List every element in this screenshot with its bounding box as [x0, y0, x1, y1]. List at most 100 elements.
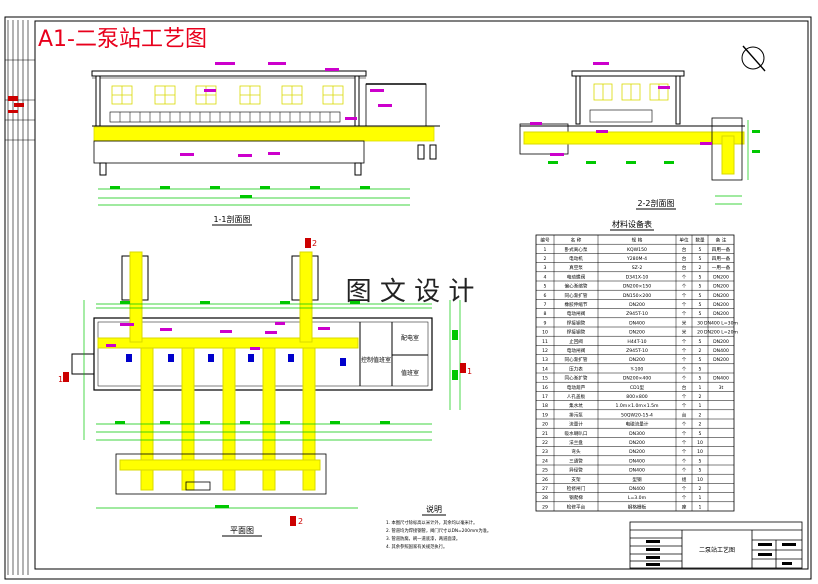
table-cell: 2 [699, 394, 702, 400]
table-cell: 同心渐扩管 [565, 375, 588, 382]
table-cell: 焊接钢管 [567, 329, 586, 336]
section-1-1-label: 1-1剖面图 [213, 214, 250, 224]
table-cell: 11 [542, 339, 548, 345]
table-cell: 台 [682, 246, 687, 253]
table-cell: 8 [544, 311, 547, 317]
table-cell: 12 [542, 348, 548, 354]
notes-line: 3. 管道防腐，刷一道底漆，两道面漆。 [386, 535, 460, 542]
table-cell: 止回阀 [569, 338, 583, 345]
table-cell: 四用一备 [712, 246, 731, 253]
table-cell: 个 [682, 302, 687, 308]
table-cell: DN200 [629, 357, 645, 363]
table-cell: DN200×150 [623, 284, 651, 290]
table-cell: DN200×400 [623, 376, 651, 382]
table-header-cell: 编号 [540, 237, 550, 244]
table-header-cell: 名 称 [571, 237, 582, 244]
table-cell: DN200 L=20m [704, 330, 738, 336]
table-cell: 个 [682, 293, 687, 299]
section-mark-1-right: 1 [467, 367, 472, 376]
table-cell: KQW150 [627, 247, 647, 253]
table-cell: 1 [699, 504, 702, 510]
table-cell: 焊接钢管 [567, 319, 586, 326]
table-cell: 1 [699, 385, 702, 391]
table-cell: 22 [542, 440, 548, 446]
table-cell: 集水坑 [569, 402, 583, 409]
table-cell: 三通管 [569, 457, 583, 464]
table-cell: 3 [544, 265, 547, 271]
table-cell: DN400 [629, 468, 645, 474]
section-mark-2-top: 2 [312, 239, 317, 248]
table-cell: DN200 [713, 284, 729, 290]
table-cell: 5 [699, 431, 702, 437]
table-cell: 9 [544, 320, 547, 326]
table-cell: 个 [682, 403, 687, 409]
table-cell: DN200 [629, 330, 645, 336]
table-cell: 个 [682, 339, 687, 345]
table-cell: 50QW20-15-4 [621, 412, 653, 418]
table-cell: 弯头 [571, 448, 581, 455]
table-cell: Z945T-10 [626, 311, 648, 317]
table-cell: 个 [682, 274, 687, 280]
table-cell: 偏心渐缩管 [565, 283, 588, 290]
table-cell: 电磁流量计 [626, 421, 649, 428]
table-cell: 个 [682, 422, 687, 428]
table-cell: 5 [699, 357, 702, 363]
table-cell: 10 [542, 330, 548, 336]
table-cell: 台 [682, 255, 687, 262]
table-cell: 米 [682, 329, 687, 336]
table-cell: 17 [542, 394, 548, 400]
drawing-outer-border [4, 16, 812, 580]
table-cell: 10 [697, 440, 703, 446]
table-cell: 电动闸阀 [567, 310, 586, 317]
table-cell: 20 [542, 422, 548, 428]
table-cell: 5 [699, 274, 702, 280]
table-cell: Y-100 [630, 366, 644, 372]
table-cell: 28 [542, 495, 548, 501]
table-cell: 5 [699, 458, 702, 464]
table-cell: 10 [697, 477, 703, 483]
table-cell: 2 [699, 422, 702, 428]
table-cell: 个 [682, 458, 687, 464]
table-cell: 2 [699, 486, 702, 492]
table-cell: 个 [682, 348, 687, 354]
table-header-cell: 规 格 [632, 237, 643, 244]
binding-strip [5, 20, 35, 575]
notes-line: 1. 本图尺寸除标高以米计外，其余均以毫米计。 [386, 519, 477, 526]
table-cell: 5 [699, 339, 702, 345]
table-cell: 真空泵 [569, 264, 583, 271]
materials-table-title: 材料设备表 [612, 219, 652, 229]
table-cell: 个 [682, 376, 687, 382]
notes-line: 2. 管道均为焊接钢管，阀门尺寸以DN=200mm为准。 [386, 527, 491, 534]
table-cell: 个 [682, 495, 687, 501]
table-cell: DN200 [713, 339, 729, 345]
notes-line: 4. 其余参照国家有关规范执行。 [386, 543, 447, 550]
binding-mark [8, 96, 18, 101]
table-cell: DN200 [713, 274, 729, 280]
table-cell: 个 [682, 284, 687, 290]
table-cell: 钢格栅板 [628, 503, 647, 510]
table-cell: DN200 [713, 302, 729, 308]
table-cell: 排污泵 [569, 411, 583, 418]
table-cell: 橡胶伸缩节 [565, 301, 588, 308]
title-block-drawing-name: 二泵站工艺图 [699, 546, 735, 554]
table-cell: DN400 [629, 486, 645, 492]
room-label-distribution: 配电室 [401, 334, 419, 342]
table-cell: Y280M-4 [626, 256, 647, 262]
table-cell: 5 [544, 284, 547, 290]
table-cell: 台 [682, 264, 687, 271]
table-cell: 5 [699, 366, 702, 372]
table-cell: 5 [699, 311, 702, 317]
section-2-2-label: 2-2剖面图 [637, 198, 674, 208]
table-cell: DN200 [713, 357, 729, 363]
table-cell: 24 [542, 458, 548, 464]
room-label-control: 控制值班室 [361, 356, 391, 364]
table-cell: DN200 [629, 440, 645, 446]
title-block [629, 521, 803, 569]
table-cell: 5 [699, 302, 702, 308]
table-cell: 16 [542, 385, 548, 391]
table-cell: 5 [699, 284, 702, 290]
table-cell: 21 [542, 431, 548, 437]
table-cell: 台 [682, 411, 687, 418]
table-cell: 7 [544, 302, 547, 308]
